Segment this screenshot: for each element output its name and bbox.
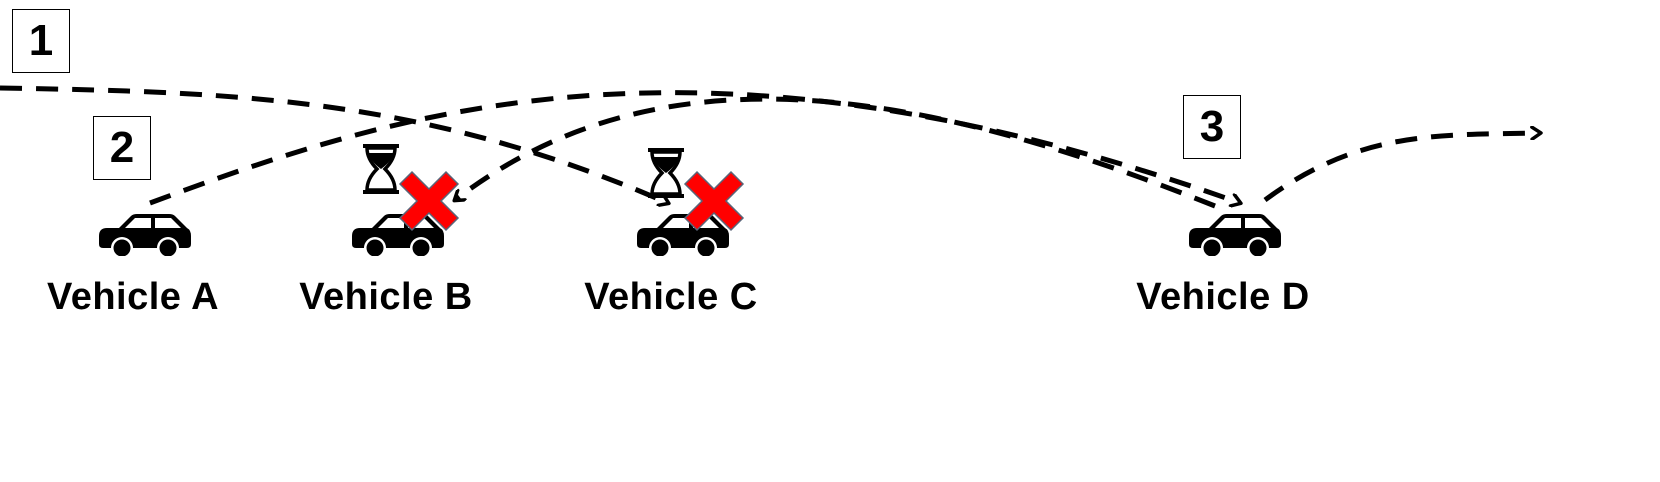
vehicle-label: Vehicle B (299, 276, 473, 318)
dashed-arrow-path-2 (149, 90, 1240, 203)
dashed-arrow-path-4 (1263, 133, 1540, 203)
hourglass-icon (646, 147, 686, 199)
failure-x-icon (399, 171, 459, 231)
hourglass-icon (361, 143, 401, 195)
failure-x-icon (684, 171, 744, 231)
vehicle-label: Vehicle D (1136, 276, 1310, 318)
car-icon (99, 214, 191, 256)
step-marker-3: 3 (1183, 95, 1241, 159)
step-marker-2: 2 (93, 116, 151, 180)
step-marker-1: 1 (12, 9, 70, 73)
vehicle-label: Vehicle C (584, 276, 758, 318)
dashed-arrow-path-3 (455, 96, 1216, 209)
vehicle-label: Vehicle A (46, 276, 220, 318)
car-icon (1189, 214, 1281, 256)
dashed-arrow-path-1 (0, 85, 668, 203)
